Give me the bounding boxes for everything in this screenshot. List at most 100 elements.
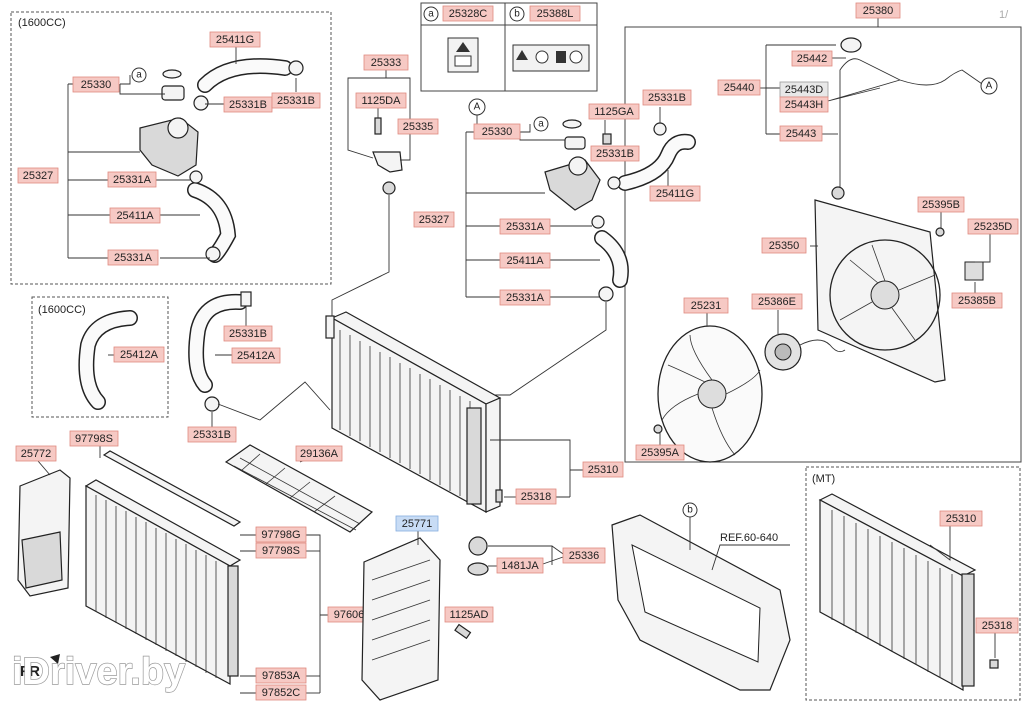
- svg-text:25380: 25380: [863, 5, 894, 17]
- part-25231[interactable]: 25231: [683, 297, 729, 314]
- part-25310-mt[interactable]: 25310: [939, 510, 983, 527]
- legend-box: [420, 2, 598, 92]
- part-1125GA[interactable]: 1125GA: [588, 103, 640, 120]
- connector-a-circle-center: [533, 116, 549, 132]
- legend-a-circle: [423, 6, 439, 22]
- part-1125AD[interactable]: 1125AD: [444, 606, 494, 623]
- watermark: iDriver.by: [12, 651, 185, 693]
- svg-text:25330: 25330: [482, 126, 513, 138]
- part-97798G[interactable]: 97798G: [255, 526, 307, 543]
- group-box-1600cc-thermostat: [10, 11, 332, 285]
- legend-a-part[interactable]: 25328C: [442, 5, 494, 22]
- svg-text:25235D: 25235D: [974, 221, 1013, 233]
- svg-text:97798S: 97798S: [75, 433, 113, 445]
- part-97853A[interactable]: 97853A: [255, 667, 307, 684]
- part-25411G-1600[interactable]: 25411G: [209, 31, 261, 48]
- part-25411A-1600[interactable]: 25411A: [109, 207, 161, 224]
- part-25331A-bottom[interactable]: 25331A: [499, 289, 551, 306]
- part-25385B[interactable]: 25385B: [951, 292, 1003, 309]
- part-25330-1600[interactable]: 25330: [72, 76, 120, 93]
- part-25331B-top[interactable]: 25331B: [642, 89, 692, 106]
- svg-text:25331B: 25331B: [193, 429, 231, 441]
- resistor-25385B: [964, 261, 984, 281]
- svg-text:97798S: 97798S: [262, 545, 300, 557]
- part-25331B-1600-b[interactable]: 25331B: [271, 92, 321, 109]
- mount-bushing-icon: [467, 562, 489, 576]
- part-25443H[interactable]: 25443H: [779, 96, 829, 113]
- part-25411G[interactable]: 25411G: [649, 185, 701, 202]
- hose-25411A-1600: [187, 182, 237, 263]
- part-25443D[interactable]: 25443D: [779, 81, 829, 98]
- part-25395B[interactable]: 25395B: [917, 196, 965, 213]
- part-25327-1600[interactable]: 25327: [17, 167, 59, 184]
- seal-strip-97798S: [102, 450, 242, 527]
- svg-text:97606: 97606: [334, 609, 365, 621]
- svg-text:25443: 25443: [786, 128, 817, 140]
- part-97852C[interactable]: 97852C: [255, 684, 307, 701]
- part-25333[interactable]: 25333: [363, 54, 409, 71]
- svg-text:25331A: 25331A: [113, 174, 152, 186]
- part-1125DA[interactable]: 1125DA: [355, 92, 407, 109]
- part-25336[interactable]: 25336: [562, 547, 606, 564]
- part-29136A[interactable]: 29136A: [295, 445, 343, 462]
- part-25331A-1600-b[interactable]: 25331A: [107, 249, 159, 266]
- svg-text:25310: 25310: [946, 513, 977, 525]
- part-1481JA[interactable]: 1481JA: [496, 557, 544, 574]
- part-25412A[interactable]: 25412A: [231, 347, 281, 364]
- connector-A-letter: A: [474, 102, 481, 113]
- part-25386E[interactable]: 25386E: [751, 293, 803, 310]
- svg-text:25327: 25327: [23, 170, 54, 182]
- part-25331B-hose-bottom[interactable]: 25331B: [187, 426, 237, 443]
- mount-bushing-icon: [468, 536, 488, 556]
- part-25327[interactable]: 25327: [413, 211, 455, 228]
- part-25771[interactable]: 25771: [395, 515, 439, 532]
- part-25235D[interactable]: 25235D: [967, 218, 1019, 235]
- front-end-module-carrier: [611, 514, 791, 691]
- svg-text:25395A: 25395A: [641, 447, 680, 459]
- part-25318[interactable]: 25318: [515, 488, 557, 505]
- air-guard-29136A: [224, 444, 374, 533]
- svg-text:25318: 25318: [982, 620, 1013, 632]
- part-97606[interactable]: 97606: [327, 606, 371, 623]
- part-25331A-1600-a[interactable]: 25331A: [107, 171, 157, 188]
- connector-A-letter-fan: A: [986, 81, 993, 92]
- part-25772[interactable]: 25772: [15, 445, 57, 462]
- part-25412A-1600[interactable]: 25412A: [113, 346, 165, 363]
- part-25331B-1600-a[interactable]: 25331B: [223, 96, 273, 113]
- clamp-icon: [193, 95, 209, 111]
- legend-b-circle: [509, 6, 525, 22]
- fan-motor-25386E: [764, 333, 846, 371]
- hose-25411G-1600: [197, 58, 293, 93]
- part-25380[interactable]: 25380: [855, 2, 901, 19]
- part-25395A[interactable]: 25395A: [635, 444, 685, 461]
- clamp-icon: [240, 291, 252, 307]
- connector-A-circle-fan: [980, 77, 998, 95]
- part-97798S-top[interactable]: 97798S: [69, 430, 119, 447]
- legend-b-part[interactable]: 25388L: [529, 5, 581, 22]
- clamp-icon: [598, 286, 614, 302]
- condenser-assembly: [84, 479, 242, 686]
- svg-text:25411G: 25411G: [656, 188, 694, 200]
- svg-text:25328C: 25328C: [449, 8, 488, 20]
- svg-text:1125GA: 1125GA: [594, 106, 634, 118]
- page-number: 1/: [999, 9, 1009, 21]
- part-25443[interactable]: 25443: [779, 125, 823, 142]
- part-97798S[interactable]: 97798S: [255, 542, 307, 559]
- bolt-icon: [374, 117, 382, 135]
- svg-text:25395B: 25395B: [922, 199, 960, 211]
- thermostat-housing-1600: [139, 85, 199, 177]
- part-25350[interactable]: 25350: [761, 237, 807, 254]
- svg-text:25335: 25335: [403, 121, 434, 133]
- part-25318-mt[interactable]: 25318: [975, 617, 1019, 634]
- reservoir-icon: [831, 186, 845, 200]
- part-25330[interactable]: 25330: [473, 123, 521, 140]
- drain-plug-icon: [495, 489, 503, 503]
- part-25442[interactable]: 25442: [791, 50, 833, 67]
- part-25310[interactable]: 25310: [582, 461, 624, 478]
- part-25440[interactable]: 25440: [717, 79, 761, 96]
- part-25335[interactable]: 25335: [397, 118, 439, 135]
- part-25331B-hose-top[interactable]: 25331B: [223, 325, 273, 342]
- part-25411A[interactable]: 25411A: [499, 252, 551, 269]
- part-25331A-top[interactable]: 25331A: [499, 218, 551, 235]
- part-25331B-mid[interactable]: 25331B: [590, 145, 640, 162]
